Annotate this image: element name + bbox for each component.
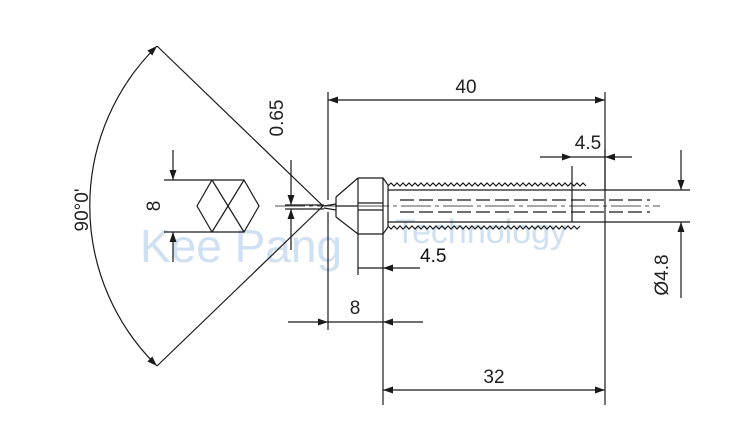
dim-end-offset: 4.5 xyxy=(575,133,601,154)
dim-overall-length: 40 xyxy=(455,77,476,98)
dim-diameter: Ø4.8 xyxy=(652,254,673,295)
watermark-sub: Technology xyxy=(395,213,567,251)
dim-tip-length: 0.65 xyxy=(267,100,288,137)
angle-view xyxy=(89,45,324,367)
nozzle-body xyxy=(275,166,660,235)
dim-thread-length: 32 xyxy=(483,367,504,388)
dim-hex-width: 8 xyxy=(144,201,165,212)
dim-angle: 90°0' xyxy=(72,189,93,232)
dim-hex-offset: 4.5 xyxy=(420,246,446,267)
watermark-brand: Kee Pang xyxy=(140,220,342,272)
dim-hex-length: 8 xyxy=(350,298,361,319)
